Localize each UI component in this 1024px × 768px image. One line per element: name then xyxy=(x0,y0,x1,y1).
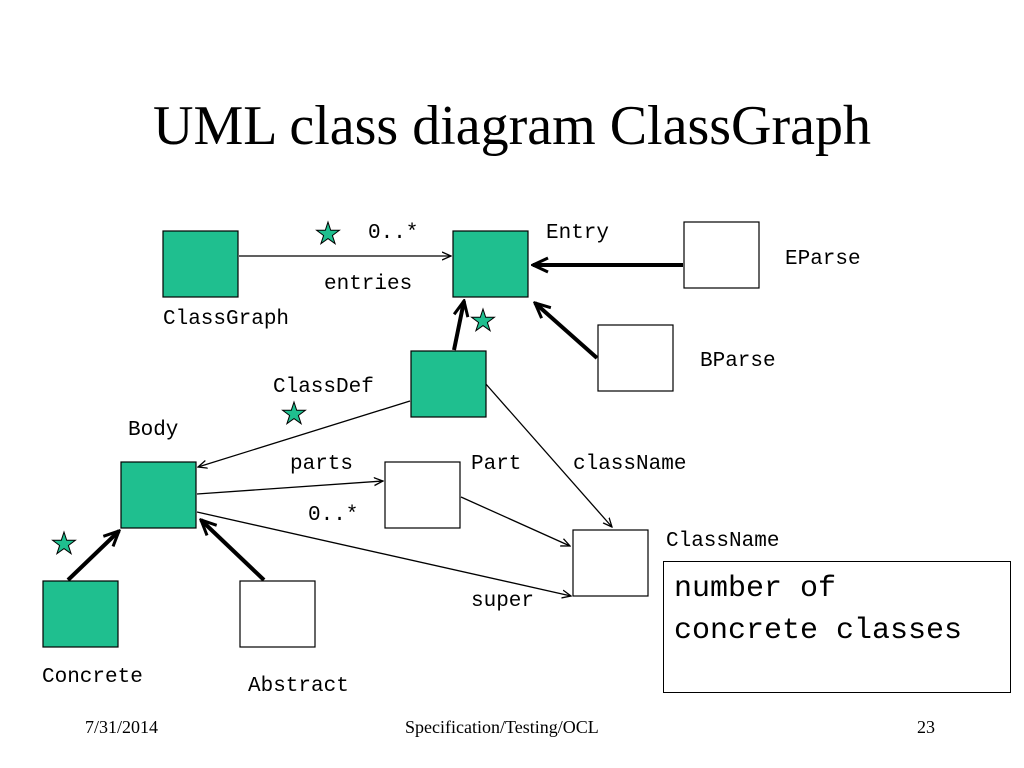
class-box-abstract xyxy=(239,580,316,648)
edge-bparse-entry xyxy=(535,303,599,360)
note-line-2: concrete classes xyxy=(674,614,963,648)
edge-body-super xyxy=(196,511,571,596)
label-part: Part xyxy=(471,453,521,476)
label-entries-multiplicity: 0..* xyxy=(368,222,418,245)
footer-page-number: 23 xyxy=(917,717,935,737)
footer-title: Specification/Testing/OCL xyxy=(405,717,599,737)
class-box-classgraph xyxy=(162,230,239,298)
edge-part-classname xyxy=(460,496,570,546)
label-classname-role: className xyxy=(573,453,686,476)
edge-classdef-body xyxy=(198,400,411,467)
class-box-classdef xyxy=(410,350,487,418)
class-box-part xyxy=(384,461,461,529)
edge-abstract-body xyxy=(201,520,266,582)
label-classdef: ClassDef xyxy=(273,376,374,399)
class-box-concrete xyxy=(42,580,119,648)
class-box-bparse xyxy=(597,324,674,392)
label-entry: Entry xyxy=(546,222,609,245)
star-icon xyxy=(51,530,77,556)
label-classname: ClassName xyxy=(666,530,779,553)
class-box-eparse xyxy=(683,221,760,289)
star-icon xyxy=(470,307,496,333)
label-abstract: Abstract xyxy=(248,675,349,698)
label-parts-multiplicity: 0..* xyxy=(308,504,358,527)
star-icon xyxy=(281,400,307,426)
label-super: super xyxy=(471,590,534,613)
label-concrete: Concrete xyxy=(42,666,143,689)
slide-title: UML class diagram ClassGraph xyxy=(153,95,871,157)
footer-date: 7/31/2014 xyxy=(85,717,159,737)
note-line-1: number of xyxy=(674,572,837,606)
edge-body-parts xyxy=(196,481,383,495)
star-icon xyxy=(315,220,341,246)
label-body: Body xyxy=(128,419,178,442)
edge-concrete-body xyxy=(66,531,119,582)
class-box-entry xyxy=(452,230,529,298)
edge-classdef-entry xyxy=(452,301,464,351)
class-box-classname xyxy=(572,529,649,597)
label-parts: parts xyxy=(290,453,353,476)
edge-classdef-classname xyxy=(484,382,612,527)
label-entries: entries xyxy=(324,273,412,296)
label-eparse: EParse xyxy=(785,248,861,271)
class-box-body xyxy=(120,461,197,529)
note-box: number of concrete classes xyxy=(663,561,1011,693)
label-bparse: BParse xyxy=(700,350,776,373)
label-classgraph: ClassGraph xyxy=(163,308,289,331)
